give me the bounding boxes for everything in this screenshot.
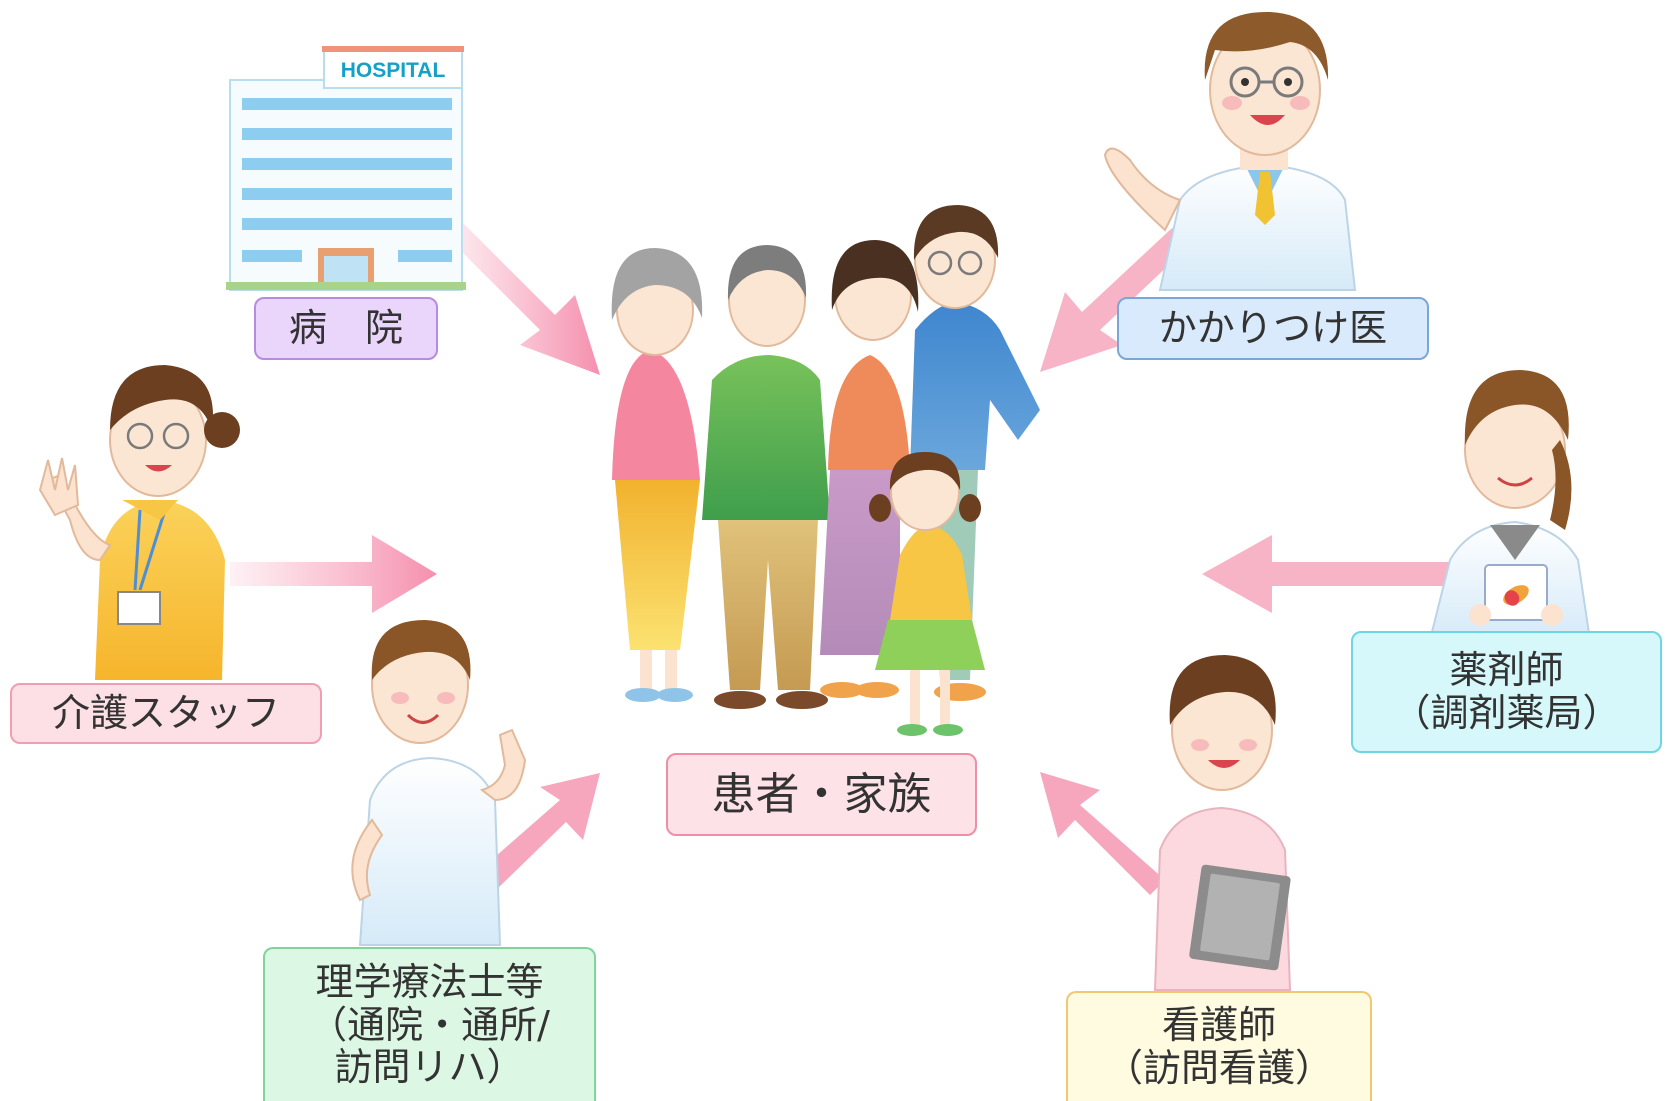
arrow-physio-to-family	[480, 773, 600, 890]
hospital-label: 病 院	[254, 297, 438, 360]
hospital-label-text: 病 院	[288, 306, 403, 351]
pharmacist-label: 薬剤師 （調剤薬局）	[1351, 631, 1662, 753]
grandma-figure	[611, 248, 703, 702]
arrow-pharmacist-to-family	[1202, 535, 1460, 613]
physio-label-line-3: 訪問リハ）	[334, 1045, 525, 1090]
family-doctor-label: かかりつけ医	[1117, 297, 1429, 360]
physio-label-line-2: （通院・通所/	[309, 1002, 550, 1047]
care-staff-label-text: 介護スタッフ	[51, 691, 280, 736]
pharmacist-label-line-2: （調剤薬局）	[1392, 691, 1621, 735]
patient-family-label-text: 患者・家族	[711, 768, 932, 820]
nurse-label: 看護師 （訪問看護）	[1066, 991, 1372, 1101]
patient-family-label: 患者・家族	[666, 753, 977, 836]
care-staff-figure	[38, 365, 240, 680]
grandpa-figure	[702, 245, 830, 709]
nurse-figure	[1153, 655, 1292, 991]
family-group	[611, 205, 1040, 736]
hospital-sign: HOSPITAL	[341, 59, 446, 82]
pharmacist-figure	[1428, 370, 1592, 641]
doctor-figure	[1103, 11, 1357, 291]
family-doctor-label-text: かかりつけ医	[1158, 306, 1388, 351]
nurse-label-line-2: （訪問看護）	[1104, 1046, 1333, 1090]
nurse-label-line-1: 看護師	[1161, 1003, 1276, 1048]
girl-figure	[869, 452, 985, 736]
physio-label: 理学療法士等 （通院・通所/ 訪問リハ）	[263, 947, 596, 1101]
physio-label-line-1: 理学療法士等	[315, 960, 544, 1005]
arrow-care-to-family	[230, 535, 437, 613]
care-staff-label: 介護スタッフ	[10, 683, 322, 744]
pharmacist-label-line-1: 薬剤師	[1449, 648, 1564, 693]
arrow-doctor-to-family	[1040, 228, 1190, 372]
physio-figure	[351, 620, 527, 946]
hospital-building: HOSPITAL	[226, 46, 466, 291]
arrow-hospital-to-family	[440, 215, 600, 375]
arrow-nurse-to-family	[1040, 772, 1165, 895]
